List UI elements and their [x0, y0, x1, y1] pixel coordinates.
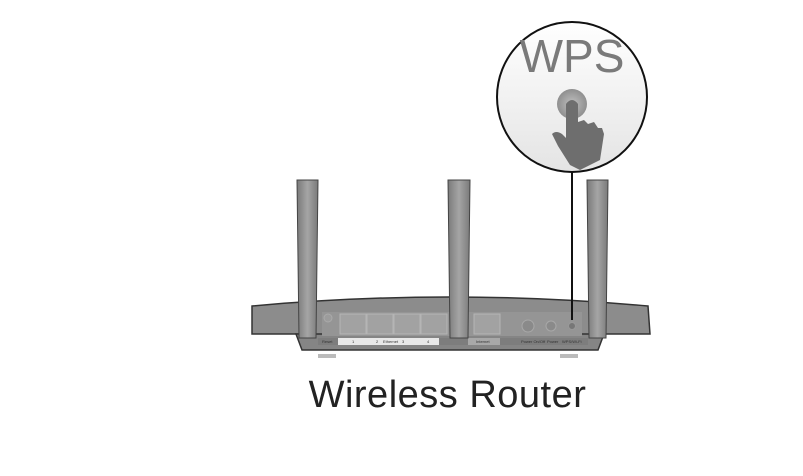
- label-eth4: 4: [427, 339, 430, 344]
- label-eth2: 2: [376, 339, 379, 344]
- label-wps: WPS/Wi-Fi: [562, 339, 582, 344]
- internet-port: [473, 313, 501, 335]
- reset-button: [323, 313, 333, 323]
- label-power: Power: [547, 339, 559, 344]
- label-eth3: 3: [402, 339, 405, 344]
- label-ethernet: Ethernet: [383, 339, 399, 344]
- label-strip: [318, 338, 588, 345]
- label-eth1: 1: [352, 339, 355, 344]
- antenna-left: [296, 179, 319, 339]
- wps-button: [568, 322, 576, 330]
- wps-callout-label: WPS: [520, 30, 625, 82]
- antenna-right: [586, 179, 609, 339]
- router-caption: Wireless Router: [308, 374, 587, 416]
- router-foot-left: [318, 354, 336, 358]
- pointing-hand-icon: [552, 100, 604, 170]
- ethernet-ports: [339, 313, 448, 335]
- power-port: [545, 320, 557, 332]
- antenna-middle: [447, 179, 471, 339]
- label-reset: Reset: [322, 339, 333, 344]
- label-power-switch: Power On/Off: [521, 339, 546, 344]
- router-foot-right: [560, 354, 578, 358]
- power-switch: [521, 319, 535, 333]
- label-internet: Internet: [476, 339, 490, 344]
